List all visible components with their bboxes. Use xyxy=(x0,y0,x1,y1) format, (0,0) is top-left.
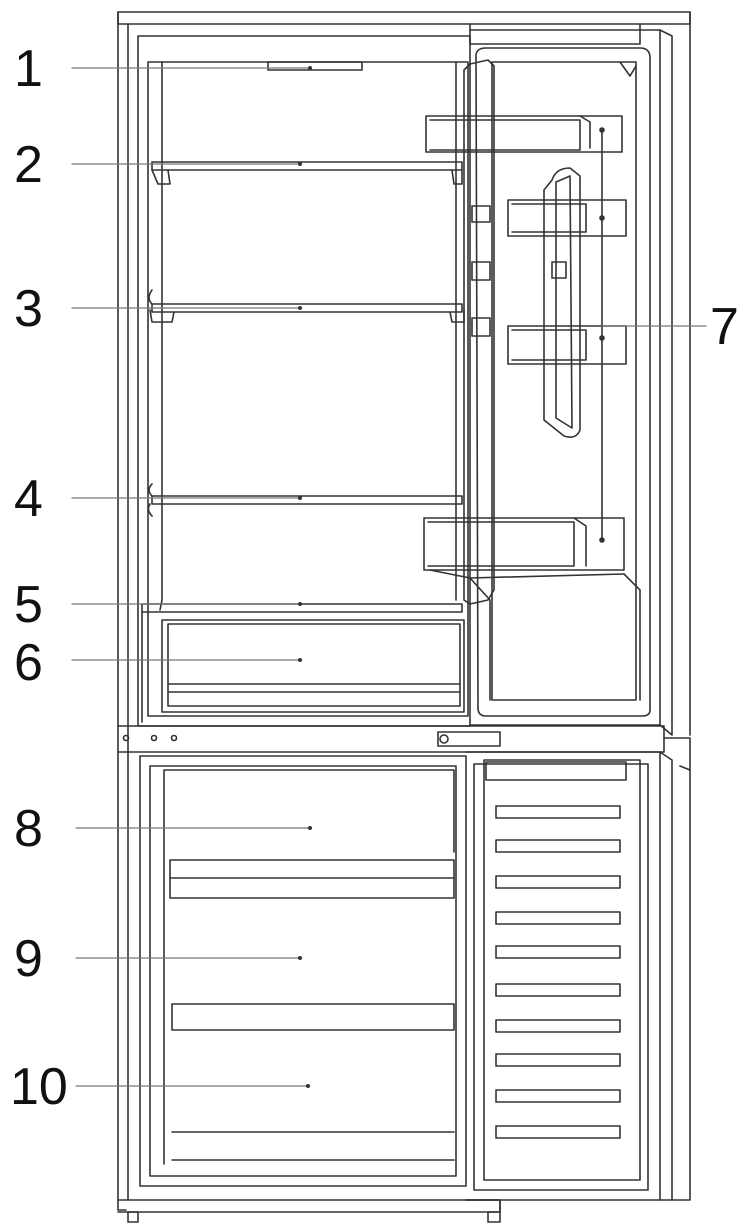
middle-hinge-pin xyxy=(439,734,449,744)
door-balcony-mid-small xyxy=(507,325,627,365)
freezer-drawer-divider-2 xyxy=(171,1003,455,1031)
callout-leaders xyxy=(71,67,707,1087)
cabinet-right-lower xyxy=(671,769,691,1201)
callout-3: 3 xyxy=(14,280,43,338)
fridge-door-inner-panel xyxy=(491,61,637,701)
callout-1: 1 xyxy=(14,40,43,98)
feet xyxy=(127,1211,501,1223)
callout-dots xyxy=(298,66,312,1088)
freezer-door xyxy=(465,751,691,1213)
middle-divider xyxy=(117,725,691,771)
callout-9: 9 xyxy=(14,930,43,988)
freezer-door-outer xyxy=(465,751,661,1201)
divider-screw-right xyxy=(170,734,178,742)
foot-right xyxy=(487,1211,501,1223)
foot-left xyxy=(127,1211,139,1223)
fridge-inner-liner xyxy=(147,61,469,717)
door-range-indicator xyxy=(599,127,605,543)
freezer-door-vents xyxy=(495,805,621,1139)
freezer-drawer-bottom xyxy=(171,1131,455,1161)
cabinet-top-right xyxy=(469,23,641,45)
fridge-back-wall xyxy=(159,61,457,611)
divider-panel xyxy=(117,725,665,753)
cabinet-top-edge xyxy=(117,11,691,25)
divider-screw-mid xyxy=(150,734,158,742)
egg-holders xyxy=(471,205,567,337)
door-balcony-bottom xyxy=(423,517,625,579)
glass-shelf-top xyxy=(151,161,463,185)
middle-hinge xyxy=(437,731,501,747)
divider-screw-left xyxy=(122,734,130,742)
fridge-outer-liner xyxy=(137,35,471,727)
freezer-outer-liner xyxy=(139,755,467,1187)
callout-6: 6 xyxy=(14,634,43,692)
callout-10: 10 xyxy=(10,1058,68,1116)
divider-door-edge xyxy=(663,737,691,771)
door-balcony-upper-small xyxy=(507,199,627,237)
freezer-door-gasket xyxy=(473,763,649,1191)
freezer-drawer-divider-1 xyxy=(169,859,455,899)
freezer-door-bottom xyxy=(465,1199,501,1213)
cabinet-left-side xyxy=(117,11,127,1211)
door-bottom-shelf xyxy=(469,573,641,701)
door-bottle-guard xyxy=(543,167,581,438)
freezer-inner-liner xyxy=(149,765,457,1177)
fridge-door xyxy=(423,29,673,736)
door-balcony-top xyxy=(425,115,623,153)
freezer-drawer-top xyxy=(163,769,455,1165)
door-top-corner xyxy=(619,61,637,77)
crisper-cover xyxy=(141,603,463,723)
callout-4: 4 xyxy=(14,470,43,528)
glass-shelf-lower xyxy=(147,483,463,517)
fridge-door-edge xyxy=(659,29,673,736)
callout-labels: 1 2 3 4 5 6 7 8 9 10 xyxy=(10,40,739,1116)
freezer-door-inner xyxy=(483,759,641,1181)
door-hinge-strip xyxy=(463,59,495,605)
freezer-compartment xyxy=(139,755,467,1187)
cabinet-bottom xyxy=(117,1199,501,1213)
crisper-drawer xyxy=(161,619,465,713)
glass-shelf-middle xyxy=(148,289,465,323)
fridge-door-gasket xyxy=(475,47,651,717)
callout-7: 7 xyxy=(710,298,739,356)
freezer-door-edge xyxy=(659,751,673,1201)
fridge-door-outer xyxy=(469,29,661,726)
fridge-compartment xyxy=(137,35,471,727)
callout-8: 8 xyxy=(14,800,43,858)
light-cover xyxy=(267,61,363,71)
freezer-door-top-rail xyxy=(485,761,627,781)
cabinet xyxy=(117,11,691,1213)
callout-2: 2 xyxy=(14,136,43,194)
callout-5: 5 xyxy=(14,576,43,634)
